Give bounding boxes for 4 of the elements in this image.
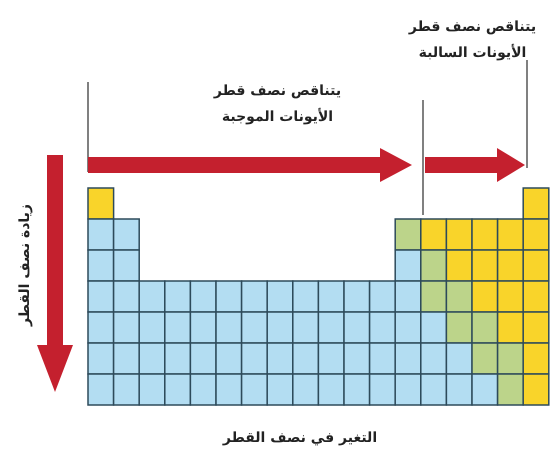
radius-trend-label: يتناقص نصف قطر الأيونات السالبة <box>407 18 538 63</box>
axis-label: زيادة نصف القطر <box>16 203 34 329</box>
caption: التغير في نصف القطر <box>221 429 378 448</box>
radius-trend-label: يتناقص نصف قطر الأيونات الموجبة <box>212 82 342 127</box>
